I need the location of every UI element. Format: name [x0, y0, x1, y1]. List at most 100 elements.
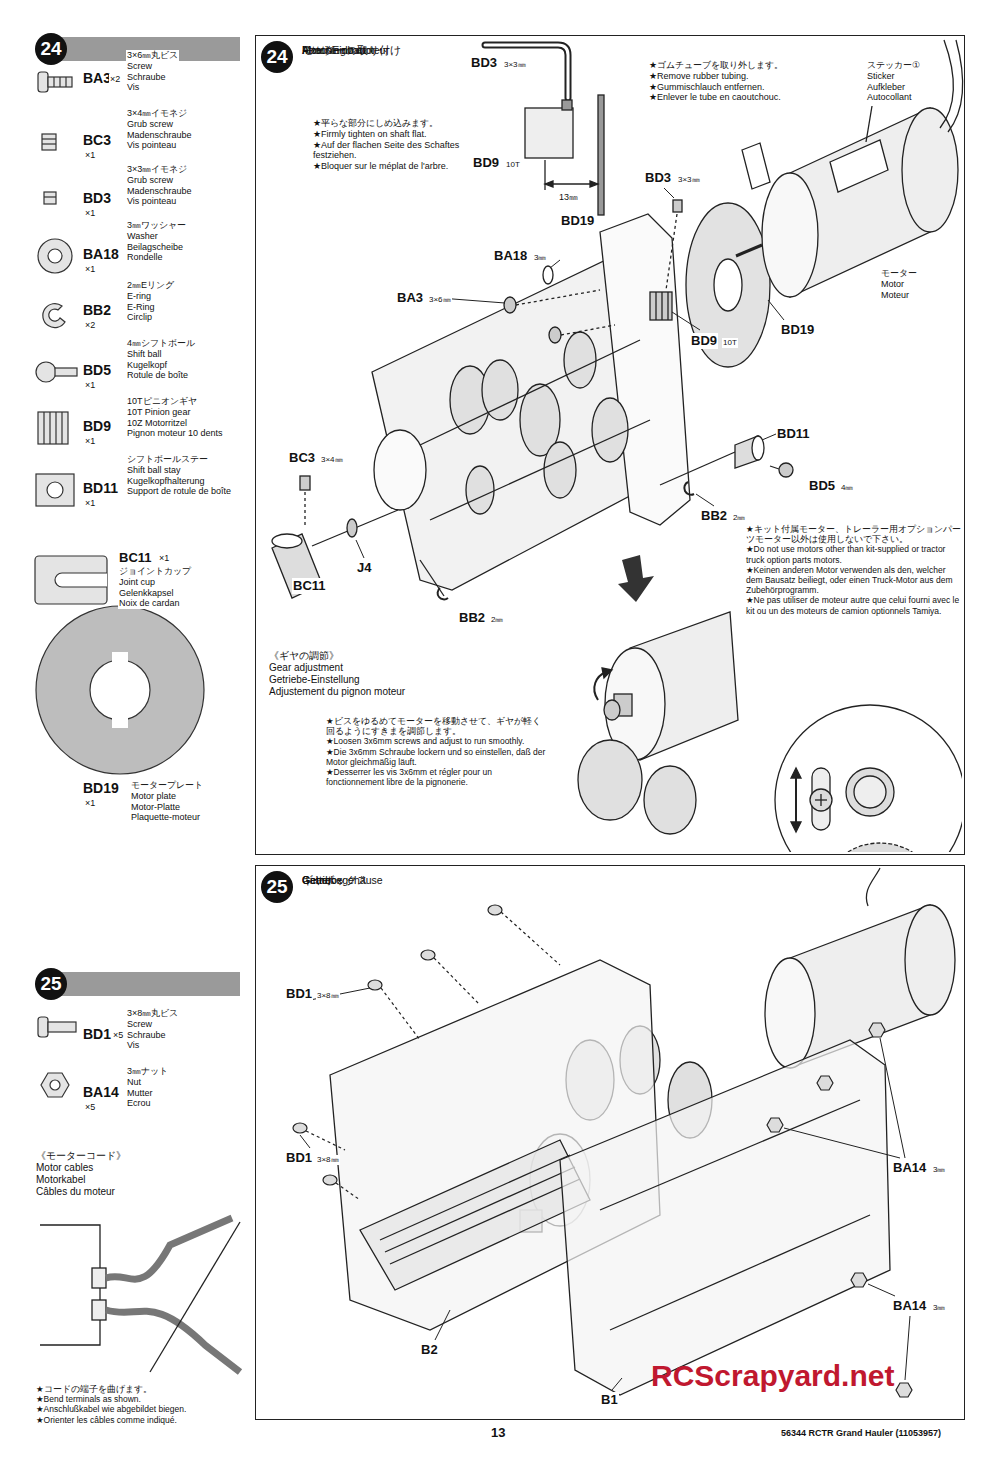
- part-label: B2: [420, 1342, 439, 1358]
- note-text: Motor plate: [130, 791, 177, 802]
- note-text: Câbles du moteur: [35, 1186, 116, 1198]
- part-label: BB2: [458, 610, 486, 626]
- step-title: Carter: [302, 874, 331, 887]
- note-text: モーター: [880, 268, 918, 279]
- screws-and-nuts: [612, 1378, 622, 1390]
- note-text: 3×6㎜丸ビス: [126, 50, 179, 61]
- part-label: RCScrapyard.net: [650, 1358, 895, 1394]
- motor-drawing: [650, 292, 672, 320]
- screws-and-nuts: [784, 1128, 900, 1158]
- parts-icons: [65, 77, 66, 87]
- screws-and-nuts: [905, 1316, 910, 1380]
- gearbox-drawing: [347, 519, 357, 537]
- motor-drawing: [940, 40, 953, 128]
- inset-hex-key: [544, 160, 545, 190]
- inset-hex-key: [485, 45, 568, 98]
- note-text: 2㎜Eリング: [126, 280, 175, 291]
- part-label: BA14: [82, 1084, 120, 1101]
- note-text: ★Anschlußkabel wie abgebildet biegen.: [35, 1404, 252, 1414]
- note-text: ★Die 3x6mm Schraube lockern und so einst…: [325, 747, 547, 767]
- parts-icons: [44, 192, 56, 204]
- motor-drawing: [866, 106, 872, 142]
- gearbox-drawing: [504, 297, 516, 313]
- note-text: Schraube: [126, 72, 167, 83]
- note-text: Autocollant: [866, 92, 913, 103]
- part-label: BD1: [82, 1026, 112, 1043]
- part-label: BD11: [82, 480, 119, 497]
- gear-adjust-drawing: [644, 766, 696, 834]
- motor-cable-drawing: [40, 1225, 100, 1345]
- note-text: ★Gummischlauch entfernen.: [648, 82, 850, 93]
- parts-icons: [36, 606, 204, 774]
- part-label: BA3: [82, 70, 112, 87]
- screws-and-nuts: [310, 988, 370, 1000]
- note-text: 3㎜: [932, 1165, 946, 1175]
- step-number: 24: [261, 41, 293, 73]
- note-text: ★Keinen anderen Motor verwenden als den,…: [745, 565, 962, 596]
- part-label: BA18: [82, 246, 120, 263]
- screws-and-nuts: [421, 950, 435, 960]
- parts-icons: [42, 138, 56, 139]
- gearbox-drawing: [300, 476, 310, 490]
- note-text: Motor cables: [35, 1162, 94, 1174]
- leader-lines: [696, 494, 714, 506]
- note-text: Aufkleber: [866, 82, 906, 93]
- gearbox-cover-drawing: [905, 905, 955, 1015]
- note-text: 3㎜ナット: [126, 1066, 169, 1077]
- note-text: Gear adjustment: [268, 662, 344, 674]
- parts-icons: [61, 412, 62, 444]
- leader-lines: [356, 540, 364, 558]
- parts-icons: [55, 412, 56, 444]
- gear-adjust-drawing: [820, 794, 821, 806]
- motor-drawing: [736, 245, 762, 256]
- note-text: Adjustement du pignon moteur: [268, 686, 406, 698]
- screws-and-nuts: [851, 1273, 867, 1287]
- screws-and-nuts: [896, 1383, 912, 1397]
- note-text: 3×4㎜イモネジ: [126, 108, 188, 119]
- gearbox-cover-drawing: [385, 1167, 575, 1252]
- header-band: [51, 972, 240, 996]
- note-text: ×2: [84, 320, 96, 331]
- note-text: Joint cup: [118, 577, 156, 588]
- parts-icons: [59, 77, 60, 87]
- note-text: Screw: [126, 61, 153, 72]
- note-text: ×1: [158, 553, 170, 564]
- part-label: B1: [600, 1392, 619, 1408]
- note-text: 10Tピニオンギヤ: [126, 396, 198, 407]
- note-text: ×1: [84, 264, 96, 275]
- note-text: 3㎜: [533, 253, 547, 263]
- note-text: 《モーターコード》: [35, 1150, 127, 1162]
- note-text: ★Ne pas utiliser de moteur autre que cel…: [745, 595, 962, 615]
- note-text: ★Do not use motors other than kit-suppli…: [745, 544, 962, 564]
- part-label: BB2: [82, 302, 112, 319]
- note-text: 3×8㎜: [316, 991, 340, 1001]
- part-label: BD11: [776, 426, 811, 442]
- gearbox-drawing: [272, 534, 302, 548]
- gearbox-drawing: [660, 452, 735, 485]
- gearbox-cover-drawing: [330, 868, 955, 1395]
- note-text: ★Remove rubber tubing.: [648, 71, 850, 82]
- note-text: ★Enlever le tube en caoutchouc.: [648, 92, 850, 103]
- screws-and-nuts: [381, 988, 420, 1040]
- motor-drawing: [714, 259, 742, 311]
- inset-hex-key: [598, 95, 604, 215]
- inset-hex-key: [562, 100, 572, 110]
- note-text: ★Firmly tighten on shaft flat.: [312, 129, 464, 140]
- gearbox-cover-drawing: [390, 1179, 580, 1264]
- note-text: Getriebe-Einstellung: [268, 674, 361, 686]
- screws-and-nuts: [817, 1076, 833, 1090]
- motor-drawing: [673, 200, 682, 212]
- step-panel: 25ギヤボックスGearboxGetriebegehäuseCarter: [255, 865, 965, 1420]
- motor-cable-drawing: [92, 1268, 106, 1288]
- gearbox-drawing: [770, 466, 779, 469]
- gear-adjust-drawing: [846, 768, 894, 816]
- note-text: ジョイントカップ: [118, 566, 192, 577]
- note-text: ★ゴムチューブを取り外します。: [648, 60, 850, 71]
- gearbox-drawing: [304, 492, 305, 528]
- note-text: モータープレート: [130, 780, 204, 791]
- screws-and-nuts: [869, 1023, 885, 1037]
- note-text: 3×6㎜: [428, 295, 452, 305]
- part-label: BC11: [118, 550, 153, 566]
- gearbox-cover-drawing: [380, 1155, 570, 1240]
- note-text: 3㎜ワッシャー: [126, 220, 187, 231]
